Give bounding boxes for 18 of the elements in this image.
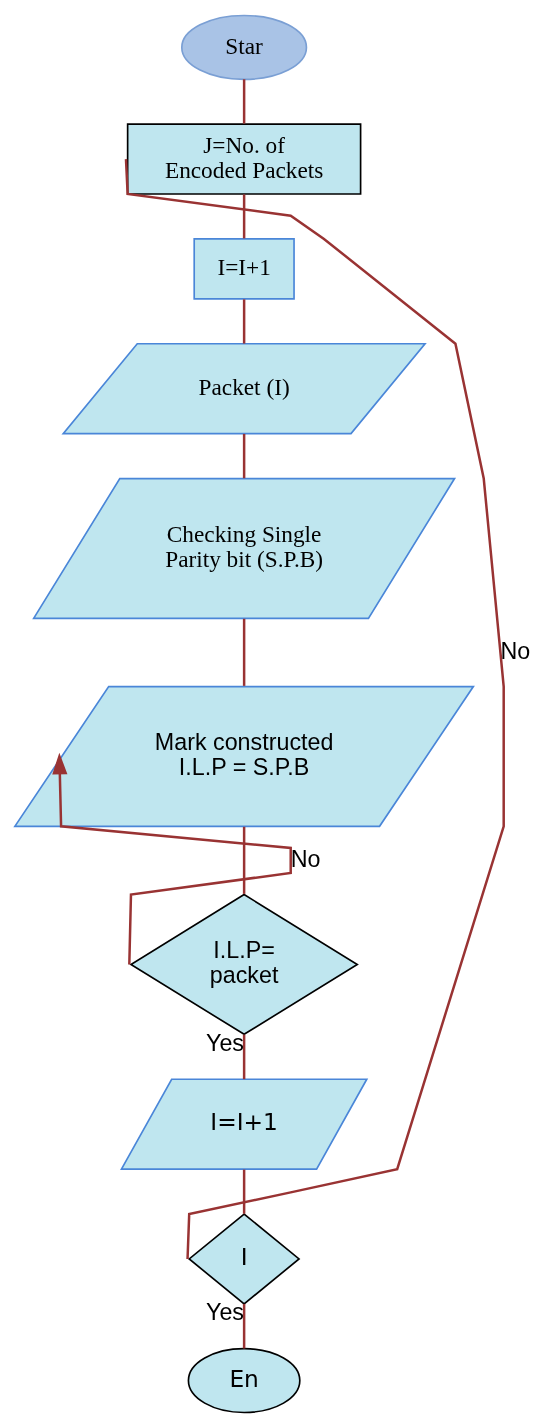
connector [124, 158, 505, 1259]
arrow [52, 752, 292, 964]
connector [242, 1169, 246, 1214]
node-box: I=I+1 [193, 237, 295, 300]
connector [242, 193, 246, 238]
connector [242, 618, 246, 686]
connector [242, 433, 246, 478]
node-box: J=No. of Encoded Packets [126, 122, 362, 195]
edge-label: No [290, 845, 321, 872]
node-diamond: I.L.P= packet [129, 893, 359, 1035]
node-ellipse: Star [181, 14, 308, 80]
connector [242, 1034, 246, 1079]
connector [242, 826, 246, 894]
edge-label: No [500, 637, 531, 664]
connector [242, 298, 246, 344]
connector [242, 1303, 246, 1348]
connector [242, 78, 246, 124]
node-ellipse: En [187, 1347, 301, 1413]
